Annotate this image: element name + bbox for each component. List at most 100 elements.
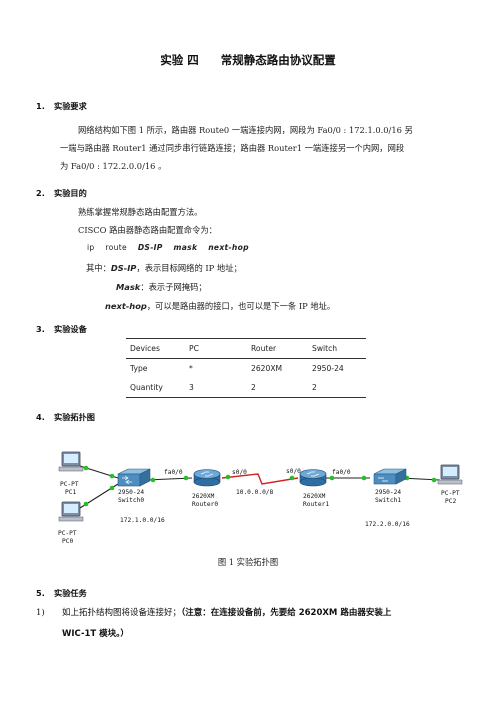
sec1-line-1: 网络结构如下图 1 所示，路由器 Route0 一端连接内网，网段为 Fa0/0… <box>78 125 413 135</box>
switch1-label-name: Switch1 <box>375 497 401 504</box>
where-ds-ip: 其中：DS-IP，表示目标网络的 IP 地址； <box>86 262 242 274</box>
status-dot <box>83 465 89 471</box>
pc2-label-model: PC-PT <box>441 490 460 497</box>
title-part1: 实验 四 <box>160 53 199 67</box>
status-dot <box>431 477 437 483</box>
table-cell: Switch <box>308 338 366 359</box>
pc2-icon <box>437 464 463 485</box>
table-row: Type * 2620XM 2950-24 <box>126 359 366 379</box>
static-route-command: ip route DS-IP mask next-hop <box>87 243 249 252</box>
task-item-note: （注意：在连接设备前，先要给 2620XM 路由器安装上 <box>181 608 392 618</box>
table-row: Quantity 3 2 2 <box>126 378 366 398</box>
router0-label-model: 2620XM <box>192 493 215 500</box>
router1-serial-interface-label: s0/0 <box>286 468 301 475</box>
table-row: Devices PC Router Switch <box>126 338 366 359</box>
pc1-label-name: PC1 <box>65 489 76 496</box>
where-mask: Mask：表示子网掩码； <box>116 281 207 293</box>
where-prefix: 其中： <box>86 263 111 273</box>
router0-label-name: Router0 <box>192 501 218 508</box>
mask-term: Mask <box>116 282 141 292</box>
switch0-label-name: Switch0 <box>118 497 144 504</box>
sec2-line-2: CISCO 路由器静态路由配置命令为： <box>78 225 217 235</box>
pc0-icon <box>58 501 84 522</box>
serial-link <box>221 473 299 485</box>
section-1-title: 实验要求 <box>54 101 87 111</box>
section-4-number: 4. <box>36 412 45 422</box>
where-next-hop: next-hop，可以是路由器的接口，也可以是下一条 IP 地址。 <box>105 300 335 312</box>
network-middle-label: 10.0.0.0/8 <box>236 489 274 496</box>
table-cell: Quantity <box>126 378 185 398</box>
section-3-number: 3. <box>36 324 45 334</box>
router0-fa-interface-label: fa0/0 <box>164 469 183 476</box>
table-cell: 3 <box>185 378 247 398</box>
cmd-next-hop: next-hop <box>208 243 249 252</box>
sec1-line-3: 为 Fa0/0 : 172.2.0.0/16 。 <box>60 161 167 171</box>
table-cell: * <box>189 364 193 373</box>
status-dot <box>289 475 295 481</box>
equipment-table: Devices PC Router Switch Type * 2620XM 2… <box>126 338 366 398</box>
status-dot <box>109 485 115 491</box>
network-left-label: 172.1.0.0/16 <box>120 517 165 524</box>
switch0-icon <box>117 468 151 487</box>
figure-caption: 图 1 实验拓扑图 <box>217 557 279 567</box>
table-cell: Devices <box>126 338 185 359</box>
switch0-label-model: 2950-24 <box>118 489 144 496</box>
where-desc: ，表示目标网络的 IP 地址； <box>136 263 242 273</box>
task-item-text: 如上拓扑结构图将设备连接好； <box>62 608 182 618</box>
router0-icon <box>193 469 221 487</box>
section-1-heading: 1. 实验要求 <box>36 100 87 112</box>
section-4-heading: 4. 实验拓扑图 <box>36 411 95 423</box>
section-5-title: 实验任务 <box>54 588 87 598</box>
switch1-label-model: 2950-24 <box>375 489 401 496</box>
table-cell: 2 <box>308 378 366 398</box>
section-5-number: 5. <box>36 588 45 598</box>
title-part2: 常规静态路由协议配置 <box>220 53 336 67</box>
task-item-number: 1) <box>36 608 45 618</box>
status-dot <box>183 475 189 481</box>
section-5-heading: 5. 实验任务 <box>36 587 87 599</box>
status-dot <box>83 501 89 507</box>
table-cell: 2950-24 <box>312 364 344 373</box>
status-dot <box>329 475 335 481</box>
table-cell: 2620XM <box>251 364 283 373</box>
table-cell: PC <box>185 338 247 359</box>
task-item-1-continued: WIC-1T 模块。） <box>62 627 129 639</box>
task-item-note-continued: WIC-1T 模块。） <box>62 629 129 639</box>
sec2-line-1: 熟练掌握常规静态路由配置方法。 <box>78 207 203 217</box>
router1-label-model: 2620XM <box>303 493 326 500</box>
pc2-label-name: PC2 <box>445 498 456 505</box>
table-cell: Router <box>247 338 308 359</box>
section-1-number: 1. <box>36 101 45 111</box>
network-topology-diagram: PC-PT PC1 PC-PT PC0 PC-PT PC2 2950-24 Sw… <box>58 451 463 545</box>
where-term: DS-IP <box>110 263 137 273</box>
status-dot <box>109 473 115 479</box>
router0-serial-interface-label: s0/0 <box>232 469 247 476</box>
section-2-heading: 2.实验目的 <box>36 187 87 199</box>
status-dot <box>225 474 231 480</box>
sec1-line-2: 一端与路由器 Router1 通过同步串行链路连接；路由器 Router1 一端… <box>60 143 405 153</box>
cmd-mask: mask <box>173 243 198 252</box>
pc0-label-name: PC0 <box>62 538 73 545</box>
router1-label-name: Router1 <box>303 501 329 508</box>
router1-icon <box>299 469 327 487</box>
task-item-1: 1) 如上拓扑结构图将设备连接好；（注意：在连接设备前，先要给 2620XM 路由… <box>36 606 391 618</box>
table-cell: Type <box>130 364 148 373</box>
cmd-ip: ip <box>87 243 95 252</box>
network-right-label: 172.2.0.0/16 <box>365 521 410 528</box>
router1-fa-interface-label: fa0/0 <box>332 469 351 476</box>
cmd-ds-ip: DS-IP <box>137 243 163 252</box>
cmd-route: route <box>105 243 127 252</box>
status-dot <box>361 475 367 481</box>
section-2-title: 实验目的 <box>54 188 87 198</box>
pc1-label-model: PC-PT <box>60 481 79 488</box>
pc0-label-model: PC-PT <box>58 530 77 537</box>
section-3-heading: 3.实验设备 <box>36 323 87 335</box>
page-title: 实验 四 常规静态路由协议配置 <box>0 52 496 68</box>
table-cell: 2 <box>247 378 308 398</box>
mask-desc: ：表示子网掩码； <box>140 282 207 292</box>
section-4-title: 实验拓扑图 <box>54 412 95 422</box>
pc1-icon <box>58 451 84 472</box>
switch1-icon <box>373 468 407 485</box>
nh-term: next-hop <box>105 301 147 311</box>
